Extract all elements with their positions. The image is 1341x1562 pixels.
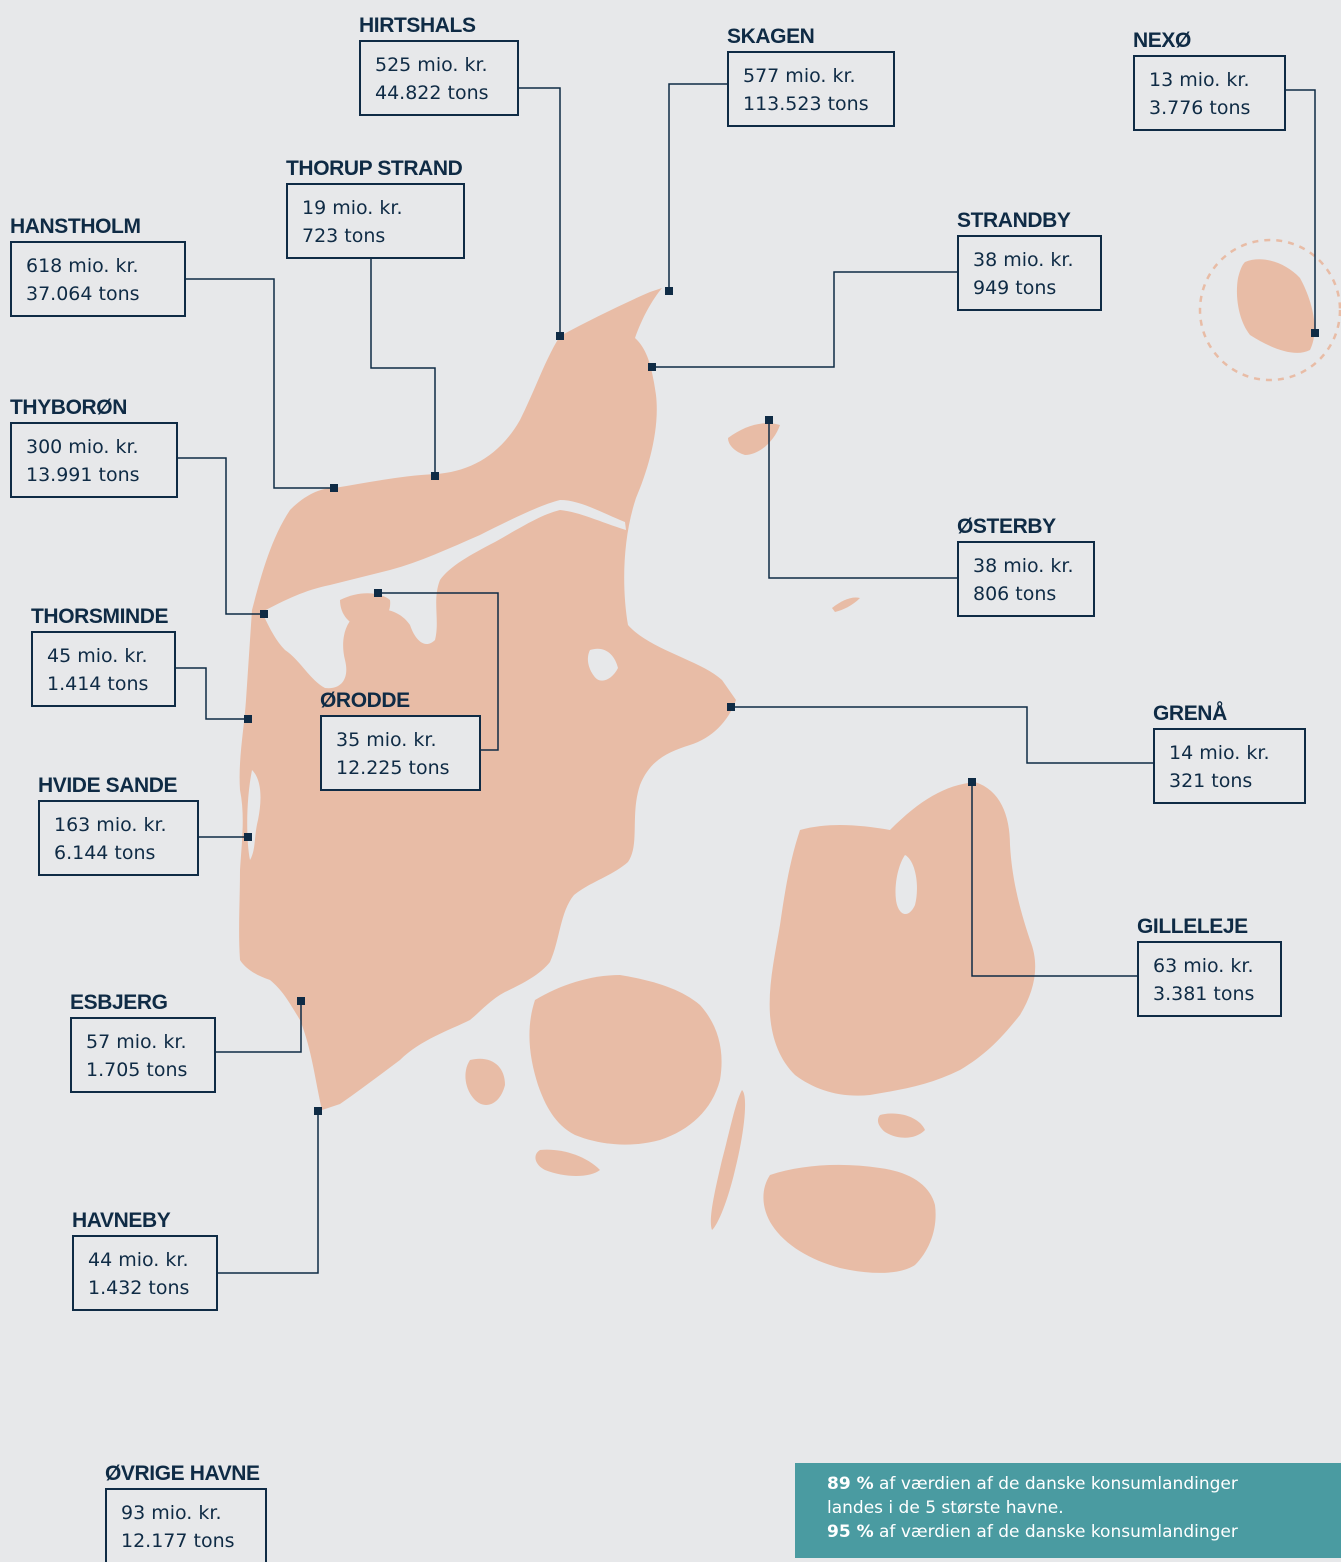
port-stats: 300 mio. kr. 13.991 tons <box>10 422 178 498</box>
port-markers <box>244 287 1319 1115</box>
moen-island <box>877 1113 925 1138</box>
port-name: NEXØ <box>1133 29 1191 52</box>
port-stats: 38 mio. kr. 949 tons <box>957 235 1102 311</box>
fjord-east <box>587 648 618 681</box>
port-name: ØVRIGE HAVNE <box>105 1462 260 1485</box>
info-line-2: landes i de 5 største havne. <box>827 1498 1064 1518</box>
bornholm-island <box>1236 259 1315 353</box>
port-name: THORUP STRAND <box>286 157 463 180</box>
port-stats: 14 mio. kr. 321 tons <box>1153 728 1306 804</box>
bornholm-circle <box>1198 238 1341 382</box>
info-line-1: 89 % af værdien af de danske konsumlandi… <box>827 1472 1321 1496</box>
port-name: THORSMINDE <box>31 605 169 628</box>
port-name: HIRTSHALS <box>359 14 476 37</box>
port-tons: 6.144 tons <box>54 842 156 864</box>
port-name: GILLELEJE <box>1137 915 1248 938</box>
port-tons: 1.705 tons <box>86 1059 188 1081</box>
port-stats: 63 mio. kr. 3.381 tons <box>1137 941 1282 1017</box>
laeso-island <box>728 423 780 455</box>
port-tons: 1.414 tons <box>47 673 149 695</box>
port-stats: 93 mio. kr. 12.177 tons <box>105 1488 267 1562</box>
info-text-1: af værdien af de danske konsumlandinger <box>873 1474 1238 1494</box>
aero-island <box>535 1149 600 1176</box>
port-value: 618 mio. kr. <box>26 255 139 277</box>
lolland-landmass <box>763 1164 936 1273</box>
leader-lines <box>176 83 1316 1274</box>
limfjord-water <box>262 500 626 689</box>
langeland-island <box>710 1090 746 1230</box>
port-tons: 3.381 tons <box>1153 983 1255 1005</box>
port-name: GRENÅ <box>1153 702 1227 725</box>
port-value: 163 mio. kr. <box>54 814 167 836</box>
port-tons: 13.991 tons <box>26 464 140 486</box>
port-value: 577 mio. kr. <box>743 65 856 87</box>
port-value: 44 mio. kr. <box>88 1249 189 1271</box>
port-tons: 12.177 tons <box>121 1530 235 1552</box>
info-panel: 89 % af værdien af de danske konsumlandi… <box>795 1463 1341 1558</box>
port-tons: 321 tons <box>1169 770 1253 792</box>
port-value: 19 mio. kr. <box>302 197 403 219</box>
port-name: ØRODDE <box>320 689 410 712</box>
port-stats: 35 mio. kr. 12.225 tons <box>320 715 481 791</box>
anholt-island <box>832 597 860 612</box>
port-stats: 38 mio. kr. 806 tons <box>957 541 1095 617</box>
port-stats: 525 mio. kr. 44.822 tons <box>359 40 519 116</box>
port-name: HAVNEBY <box>72 1209 171 1232</box>
port-value: 93 mio. kr. <box>121 1502 222 1524</box>
info-text-3: af værdien af de danske konsumlandinger <box>873 1522 1238 1542</box>
mors-island <box>340 593 391 628</box>
jutland-landmass <box>239 288 736 1110</box>
port-name: ØSTERBY <box>957 515 1056 538</box>
port-tons: 949 tons <box>973 277 1057 299</box>
port-tons: 723 tons <box>302 225 386 247</box>
port-value: 14 mio. kr. <box>1169 742 1270 764</box>
port-value: 63 mio. kr. <box>1153 955 1254 977</box>
port-name: HANSTHOLM <box>10 215 141 238</box>
info-line-3: 95 % af værdien af de danske konsumlandi… <box>827 1520 1321 1544</box>
port-tons: 12.225 tons <box>336 757 450 779</box>
port-value: 13 mio. kr. <box>1149 69 1250 91</box>
port-tons: 37.064 tons <box>26 283 140 305</box>
port-stats: 44 mio. kr. 1.432 tons <box>72 1235 218 1311</box>
port-value: 38 mio. kr. <box>973 555 1074 577</box>
info-percent-2: 95 % <box>827 1522 874 1542</box>
port-stats: 13 mio. kr. 3.776 tons <box>1133 55 1286 131</box>
port-name: SKAGEN <box>727 25 815 48</box>
port-stats: 577 mio. kr. 113.523 tons <box>727 51 895 127</box>
isefjord-water <box>895 855 917 915</box>
info-percent-1: 89 % <box>827 1474 874 1494</box>
port-tons: 806 tons <box>973 583 1057 605</box>
port-name: ESBJERG <box>70 991 168 1014</box>
als-island <box>465 1058 505 1105</box>
port-value: 57 mio. kr. <box>86 1031 187 1053</box>
port-tons: 3.776 tons <box>1149 97 1251 119</box>
port-tons: 44.822 tons <box>375 82 489 104</box>
port-tons: 1.432 tons <box>88 1277 190 1299</box>
funen-landmass <box>529 975 722 1145</box>
port-stats: 57 mio. kr. 1.705 tons <box>70 1017 216 1093</box>
port-stats: 618 mio. kr. 37.064 tons <box>10 241 186 317</box>
port-value: 45 mio. kr. <box>47 645 148 667</box>
port-value: 300 mio. kr. <box>26 436 139 458</box>
port-value: 38 mio. kr. <box>973 249 1074 271</box>
port-name: STRANDBY <box>957 209 1071 232</box>
zealand-landmass <box>769 782 1036 1096</box>
port-stats: 163 mio. kr. 6.144 tons <box>38 800 199 876</box>
port-value: 35 mio. kr. <box>336 729 437 751</box>
port-name: HVIDE SANDE <box>38 774 178 797</box>
port-name: THYBORØN <box>10 396 127 419</box>
port-stats: 19 mio. kr. 723 tons <box>286 183 465 259</box>
port-value: 525 mio. kr. <box>375 54 488 76</box>
port-stats: 45 mio. kr. 1.414 tons <box>31 631 176 707</box>
port-tons: 113.523 tons <box>743 93 869 115</box>
